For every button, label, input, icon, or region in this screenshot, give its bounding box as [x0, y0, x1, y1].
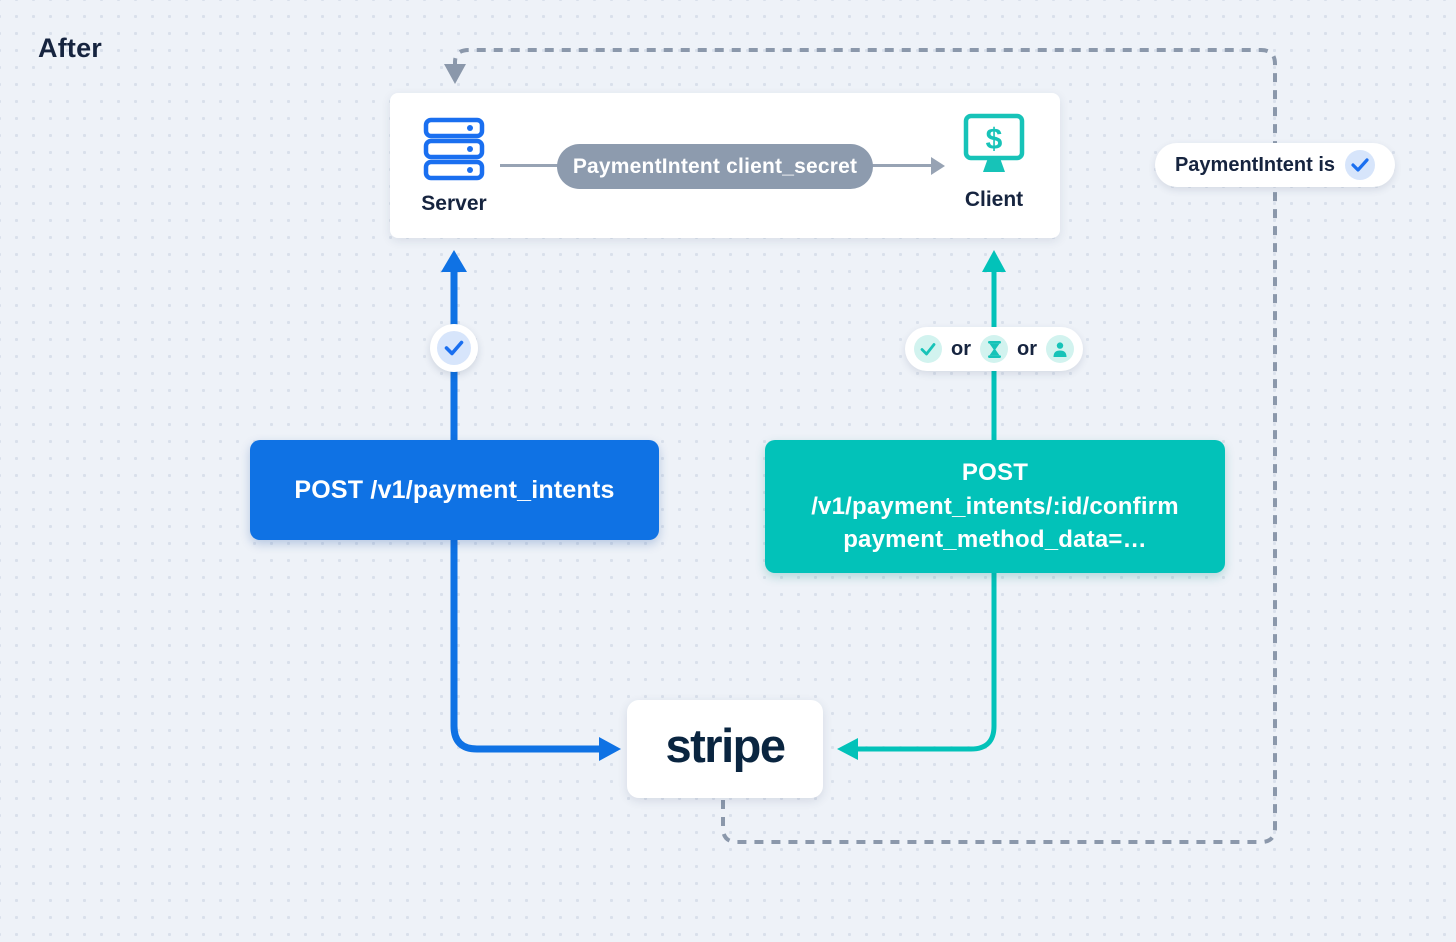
page-title: After	[38, 33, 103, 63]
stripe-node: stripe	[627, 700, 823, 798]
confirm-box-line3: payment_method_data=…	[843, 526, 1147, 554]
blue-down-arrowhead	[599, 737, 621, 761]
check-icon	[1345, 150, 1376, 180]
or-label: or	[1017, 337, 1037, 360]
person-icon	[1046, 335, 1074, 363]
status-pill-label: PaymentIntent is	[1174, 153, 1336, 176]
server-endpoint: Server	[414, 117, 494, 216]
blue-up-arrowhead	[441, 250, 467, 272]
confirm-box-line2: /v1/payment_intents/:id/confirm	[811, 492, 1179, 520]
confirm-payment-intent-box: POST /v1/payment_intents/:id/confirm pay…	[765, 440, 1225, 573]
check-icon	[914, 335, 942, 363]
hourglass-icon	[980, 335, 1008, 363]
or-label: or	[951, 337, 971, 360]
outcome-or-pill: or or	[905, 327, 1083, 371]
succeeded-badge	[430, 324, 478, 372]
paymentintent-status-pill: PaymentIntent is	[1155, 143, 1395, 187]
create-payment-intent-box: POST /v1/payment_intents	[250, 440, 659, 540]
confirm-box-line1: POST	[961, 459, 1029, 487]
server-label: Server	[421, 192, 487, 215]
teal-down-arrowhead	[837, 738, 858, 760]
blue-down-line	[450, 540, 602, 753]
server-client-card: Server PaymentIntent client_secret $ Cli…	[390, 93, 1060, 238]
server-stack-icon	[423, 117, 485, 185]
check-icon	[437, 331, 471, 365]
svg-text:$: $	[986, 123, 1003, 156]
client-label: Client	[964, 188, 1024, 211]
client-secret-pill: PaymentIntent client_secret	[557, 144, 873, 189]
teal-up-arrowhead	[982, 250, 1006, 272]
dashed-loop-arrowhead	[444, 64, 466, 84]
client-endpoint: $ Client	[954, 113, 1034, 212]
teal-down-line	[856, 573, 997, 752]
monitor-dollar-icon: $	[963, 113, 1025, 181]
secret-connector-arrowhead	[931, 157, 945, 175]
dashed-loop-path	[453, 48, 1277, 844]
stripe-logo: stripe	[665, 718, 787, 772]
